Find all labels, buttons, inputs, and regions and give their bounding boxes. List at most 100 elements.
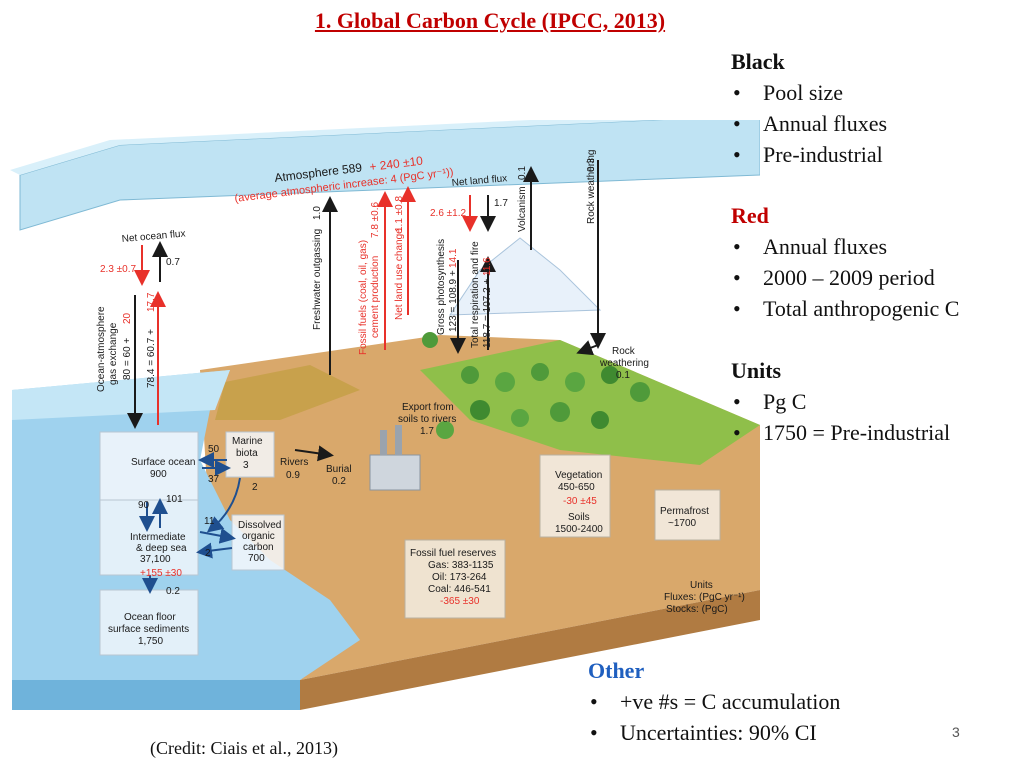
respiration-label: Total respiration and fire xyxy=(470,241,481,348)
legend-other-heading: Other xyxy=(588,658,645,683)
flux-37: 37 xyxy=(208,474,220,485)
dissolved-label3: carbon xyxy=(243,542,274,553)
rivers-value: 0.9 xyxy=(286,470,300,481)
legend-red-item: Total anthropogenic C xyxy=(731,293,959,324)
rock-weathering-label2: weathering xyxy=(599,358,649,369)
net-ocean-flux-red: 2.3 ±0.7 xyxy=(100,264,137,275)
soils-label: Soils xyxy=(568,512,590,523)
intermediate-value: 37,100 xyxy=(140,554,171,565)
flux-2a: 2 xyxy=(252,482,258,493)
net-land-flux-red: 2.6 ±1.2 xyxy=(430,208,467,219)
legend-red-item: 2000 – 2009 period xyxy=(731,262,959,293)
legend-black-item: Pool size xyxy=(731,77,887,108)
marine-biota-label1: Marine xyxy=(232,436,263,447)
fossil-reserves-gas: Gas: 383-1135 xyxy=(428,560,494,571)
ocean-exchange-red-up: 20 xyxy=(122,312,133,324)
fossil-reserves-oil: Oil: 173-264 xyxy=(432,572,487,583)
rock-weathering-value: 0.1 xyxy=(616,370,630,381)
ocean-floor-label1: Ocean floor xyxy=(124,612,176,623)
legend-other-item: Uncertainties: 90% CI xyxy=(588,717,840,748)
fossil-fuels-label1: Fossil fuels (coal, oil, gas) xyxy=(358,240,369,355)
marine-biota-value: 3 xyxy=(243,460,249,471)
intermediate-label1: Intermediate xyxy=(130,532,186,543)
dissolved-value: 700 xyxy=(248,553,265,564)
legend-units-item: Pg C xyxy=(731,386,950,417)
photosynthesis-red: 14.1 xyxy=(448,248,459,268)
atmosphere-red-value: + 240 ±10 xyxy=(369,154,424,174)
flux-90: 90 xyxy=(138,500,150,511)
ground-block xyxy=(200,237,760,710)
flux-2b: 2 xyxy=(205,548,211,559)
volcanism-value: 0.1 xyxy=(517,166,528,180)
surface-ocean-value: 900 xyxy=(150,469,167,480)
ocean-floor-label2: surface sediments xyxy=(108,624,189,635)
photosynthesis-black: 123 = 108.9 + xyxy=(448,270,459,332)
fossil-reserves-red: -365 ±30 xyxy=(440,596,480,607)
units-stocks: Stocks: (PgC) xyxy=(666,604,728,615)
ocean-exchange-label2: gas exchange xyxy=(108,322,119,385)
fossil-reserves-label: Fossil fuel reserves xyxy=(410,548,496,559)
credit-text: (Credit: Ciais et al., 2013) xyxy=(150,738,338,758)
rock-weathering-top-value: 0.3 xyxy=(586,158,597,172)
legend-red-heading: Red xyxy=(731,203,769,228)
rivers-label: Rivers xyxy=(280,457,308,468)
burial-label: Burial xyxy=(326,464,352,475)
units-fluxes: Fluxes: (PgC yr⁻¹) xyxy=(664,592,745,603)
permafrost-label: Permafrost xyxy=(660,506,709,517)
net-ocean-flux-black: 0.7 xyxy=(166,257,180,268)
legend-red: Red Annual fluxes 2000 – 2009 period Tot… xyxy=(731,200,959,324)
legend-units-heading: Units xyxy=(731,358,782,383)
flux-02: 0.2 xyxy=(166,586,180,597)
legend-black-item: Pre-industrial xyxy=(731,139,887,170)
respiration-black: 118.7 = 107.2 + xyxy=(482,279,493,348)
flux-11: 11 xyxy=(204,516,215,527)
land-use-label: Net land use change xyxy=(394,228,405,320)
legend-other: Other +ve #s = C accumulation Uncertaint… xyxy=(588,655,840,748)
net-land-flux-label: Net land flux xyxy=(451,173,507,189)
factory-icon xyxy=(369,425,421,491)
slide-title: 1. Global Carbon Cycle (IPCC, 2013) xyxy=(314,8,666,33)
legend-black: Black Pool size Annual fluxes Pre-indust… xyxy=(731,46,887,170)
carbon-cycle-diagram: Atmosphere 589 + 240 ±10 (average atmosp… xyxy=(10,120,760,710)
rock-weathering-label1: Rock xyxy=(612,346,636,357)
fossil-reserves-coal: Coal: 446-541 xyxy=(428,584,491,595)
land-use-value: 1.1 ±0.8 xyxy=(394,195,405,232)
ocean-floor-value: 1,750 xyxy=(138,636,163,647)
intermediate-red: +155 ±30 xyxy=(140,568,182,579)
legend-other-item: +ve #s = C accumulation xyxy=(588,686,840,717)
freshwater-value: 1.0 xyxy=(312,206,323,220)
photosynthesis-label: Gross photosynthesis xyxy=(436,239,447,335)
atmosphere-bar xyxy=(10,120,760,231)
legend-black-heading: Black xyxy=(731,49,785,74)
units-label: Units xyxy=(690,580,713,591)
intermediate-label2: & deep sea xyxy=(136,543,187,554)
pool-boxes xyxy=(99,431,721,656)
dissolved-label2: organic xyxy=(242,531,275,542)
legend-units: Units Pg C 1750 = Pre-industrial xyxy=(731,355,950,448)
vegetation-red: -30 ±45 xyxy=(563,496,597,507)
fossil-fuels-value: 7.8 ±0.6 xyxy=(370,201,381,238)
vegetation-label: Vegetation xyxy=(555,470,602,481)
flux-101: 101 xyxy=(166,494,183,505)
net-ocean-flux-label: Net ocean flux xyxy=(121,228,186,245)
legend-units-item: 1750 = Pre-industrial xyxy=(731,417,950,448)
soils-value: 1500-2400 xyxy=(555,524,603,535)
flux-50: 50 xyxy=(208,444,220,455)
export-label1: Export from xyxy=(402,402,454,413)
freshwater-label: Freshwater outgassing xyxy=(312,229,323,330)
vegetation-value: 450-650 xyxy=(558,482,595,493)
fossil-fuels-label2: cement production xyxy=(370,256,381,338)
dissolved-label1: Dissolved xyxy=(238,520,281,531)
flux-arrows xyxy=(127,160,606,594)
ocean-exchange-black-up: 80 = 60 + xyxy=(122,338,133,380)
marine-biota-label2: biota xyxy=(236,448,258,459)
export-label2: soils to rivers xyxy=(398,414,456,425)
export-value: 1.7 xyxy=(420,426,434,437)
burial-value: 0.2 xyxy=(332,476,346,487)
ocean-exchange-black-down: 78.4 = 60.7 + xyxy=(146,329,157,388)
net-land-flux-black: 1.7 xyxy=(494,198,508,209)
rock-weathering-top-label: Rock weathering xyxy=(586,150,597,224)
volcanism-label: Volcanism xyxy=(517,186,528,232)
forest-trees xyxy=(422,332,650,439)
permafrost-value: ~1700 xyxy=(668,518,697,529)
